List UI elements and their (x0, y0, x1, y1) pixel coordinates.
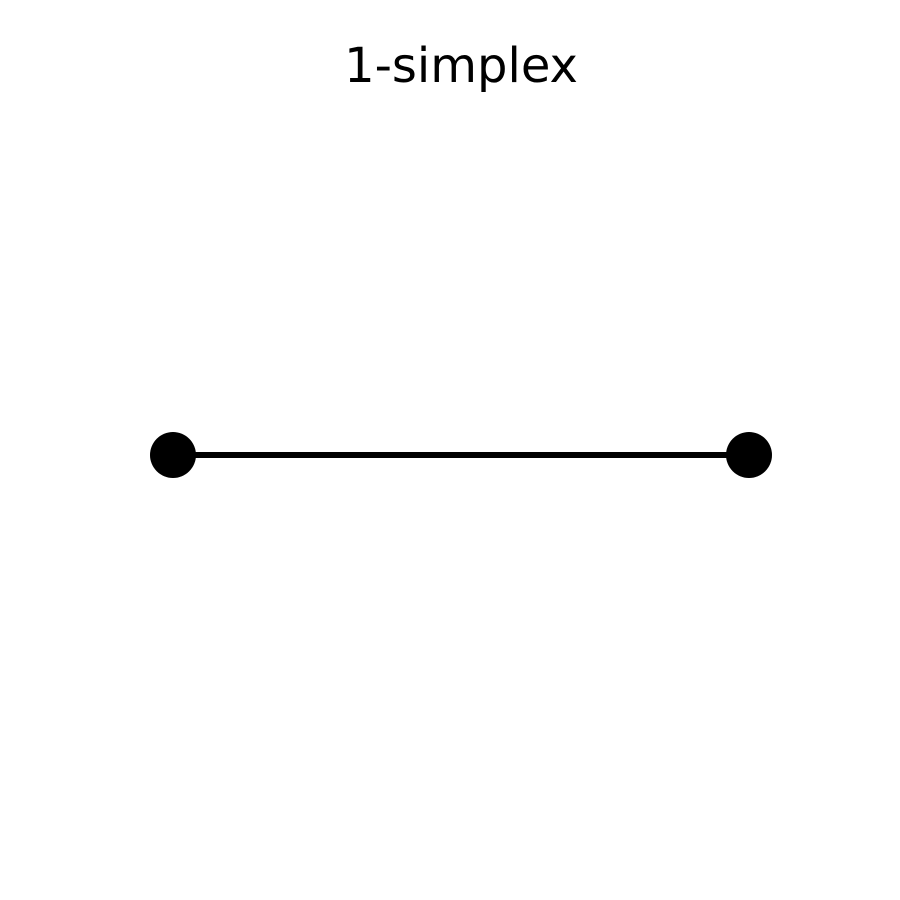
vertex-left (150, 432, 196, 478)
vertex-right (726, 432, 772, 478)
figure-title: 1-simplex (344, 38, 578, 94)
